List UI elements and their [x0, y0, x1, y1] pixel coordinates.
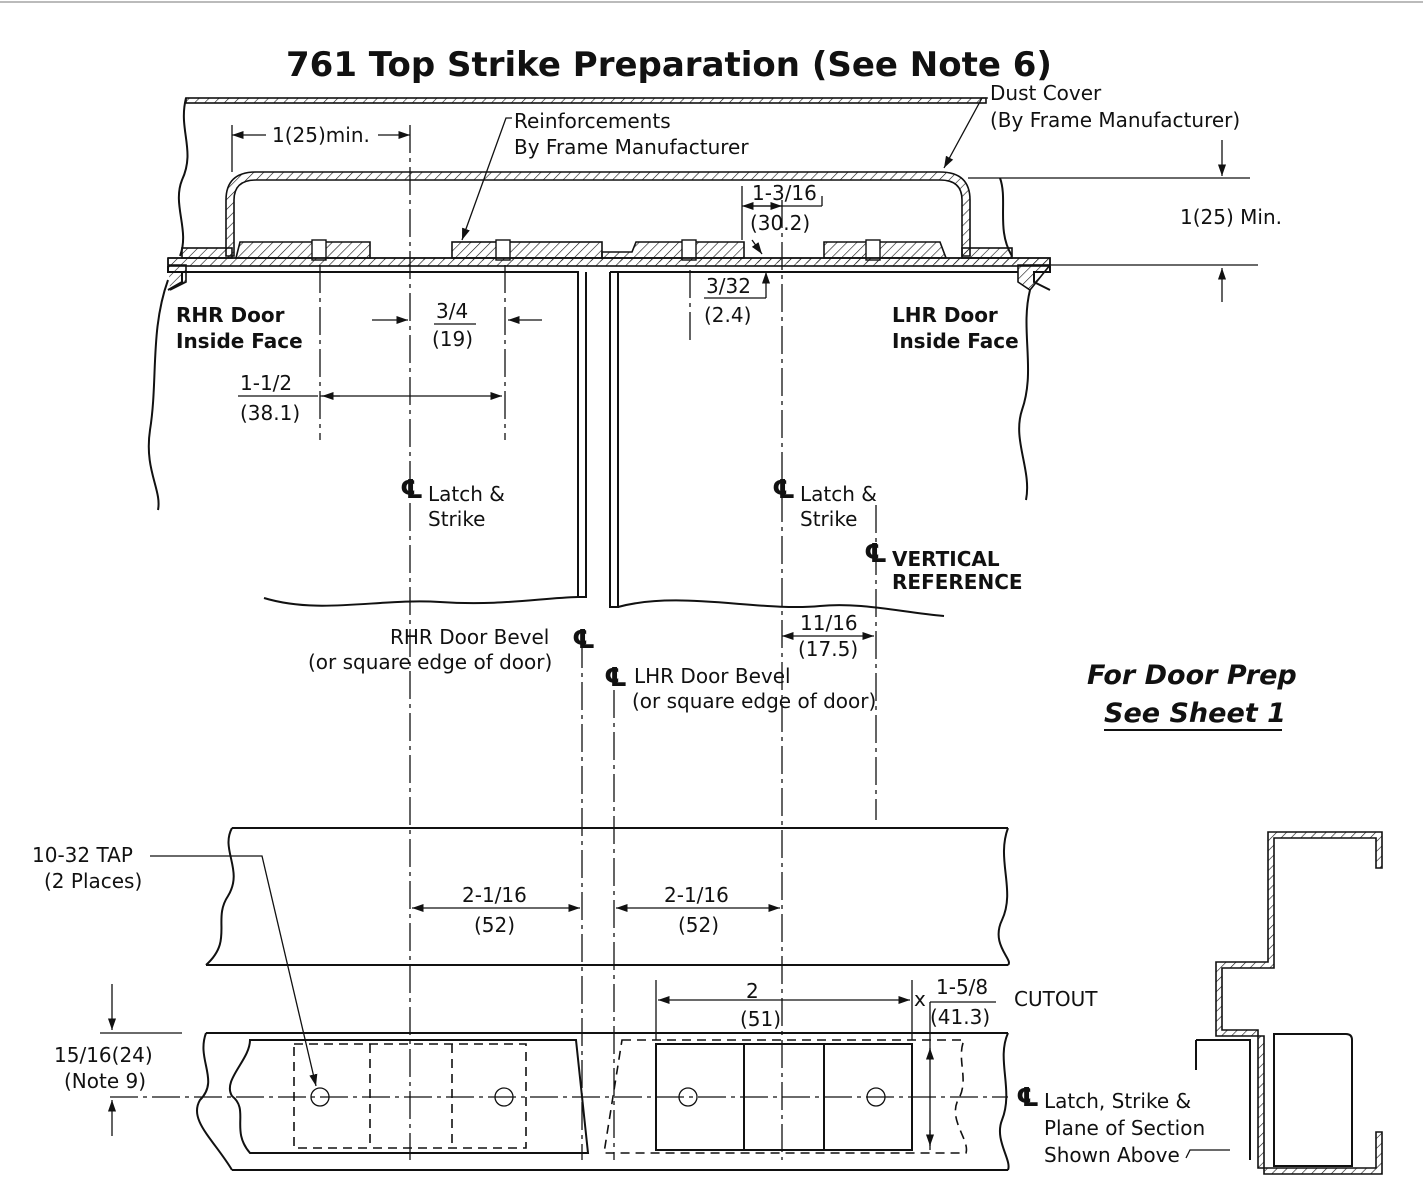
top-section-view: 1(25)min. Reinforcements By Frame Manufa… [147, 81, 1282, 1160]
door-prep-label-2: See Sheet 1 [1104, 698, 1286, 729]
lhr-face-label-1: LHR Door [892, 303, 998, 327]
reinf-label-2: By Frame Manufacturer [514, 135, 749, 159]
dim-15-16: 15/16(24) [54, 1043, 153, 1067]
dim-41-3: (41.3) [930, 1005, 990, 1029]
cl-symbol-left: ℄ [400, 475, 423, 505]
dim-11-16: 11/16 [800, 611, 858, 635]
lhr-face-label-2: Inside Face [892, 329, 1019, 353]
frame-top [185, 97, 987, 104]
dim-19: (19) [432, 327, 473, 351]
dim-1-5-8: 1-5/8 [936, 975, 988, 999]
cl-latch-left-1: Latch & [428, 482, 505, 506]
dim-52-right: (52) [678, 913, 719, 937]
cl-symbol-lhr-bevel: ℄ [604, 663, 627, 693]
rhr-bevel-label-2: (or square edge of door) [308, 650, 552, 674]
dim-2-1-16-right: 2-1/16 [664, 883, 729, 907]
cl-symbol-right: ℄ [772, 475, 795, 505]
lhr-bevel-label-1: LHR Door Bevel [634, 664, 791, 688]
dim-1-1-2: 1-1/2 [240, 371, 292, 395]
page-title: 761 Top Strike Preparation (See Note 6) [286, 45, 1052, 85]
reinforcements [181, 239, 1013, 261]
cl-vert-2: REFERENCE [892, 570, 1023, 594]
rhr-bevel-label-1: RHR Door Bevel [390, 625, 549, 649]
dim-38-1: (38.1) [240, 401, 300, 425]
tap-label-1: 10-32 TAP [32, 843, 133, 867]
dim-2-1-16-left: 2-1/16 [462, 883, 527, 907]
cl-latch-right-1: Latch & [800, 482, 877, 506]
note-9: (Note 9) [64, 1069, 146, 1093]
dim-2-4: (2.4) [704, 303, 751, 327]
dim-30-2: (30.2) [750, 211, 810, 235]
frame-break-right [999, 177, 1013, 257]
dim-51: (51) [740, 1007, 781, 1031]
dim-2: 2 [746, 979, 759, 1003]
rhr-face-label-1: RHR Door [176, 303, 285, 327]
dim-x: x [914, 987, 926, 1011]
cl-symbol-rhr-bevel: ℄ [572, 625, 595, 655]
frame-profile-section [1195, 831, 1383, 1175]
cl-symbol-vertical: ℄ [864, 539, 887, 569]
cl-bottom-2: Plane of Section [1044, 1116, 1205, 1140]
dust-cover-label-2: (By Frame Manufacturer) [990, 108, 1240, 132]
rhr-face-label-2: Inside Face [176, 329, 303, 353]
dim-17-5: (17.5) [798, 637, 858, 661]
cl-bottom-1: Latch, Strike & [1044, 1089, 1191, 1113]
cl-bottom-3: Shown Above [1044, 1143, 1180, 1167]
dust-cover-label-1: Dust Cover [990, 81, 1102, 105]
tap-label-2: (2 Places) [44, 869, 142, 893]
frame-break-left [177, 97, 189, 257]
rhr-door [147, 279, 169, 511]
dim-52-left: (52) [474, 913, 515, 937]
bottom-face-view: 10-32 TAP (2 Places) 2-1/16 (52) 2-1/16 … [32, 827, 1230, 1171]
dim-3-4: 3/4 [436, 299, 468, 323]
dim-1-25-min: 1(25)min. [272, 123, 370, 147]
reinf-label-1: Reinforcements [514, 109, 671, 133]
cl-symbol-bottom: ℄ [1016, 1083, 1039, 1113]
lhr-bevel-label-2: (or square edge of door) [632, 689, 876, 713]
cl-vert-1: VERTICAL [892, 547, 1000, 571]
dim-3-32: 3/32 [706, 274, 751, 298]
dim-1-3-16: 1-3/16 [752, 181, 817, 205]
door-prep-label-1: For Door Prep [1087, 660, 1297, 691]
cl-latch-left-2: Strike [428, 507, 486, 531]
cutout-label: CUTOUT [1014, 987, 1098, 1011]
cl-latch-right-2: Strike [800, 507, 858, 531]
dim-1-25-min-right: 1(25) Min. [1180, 205, 1282, 229]
